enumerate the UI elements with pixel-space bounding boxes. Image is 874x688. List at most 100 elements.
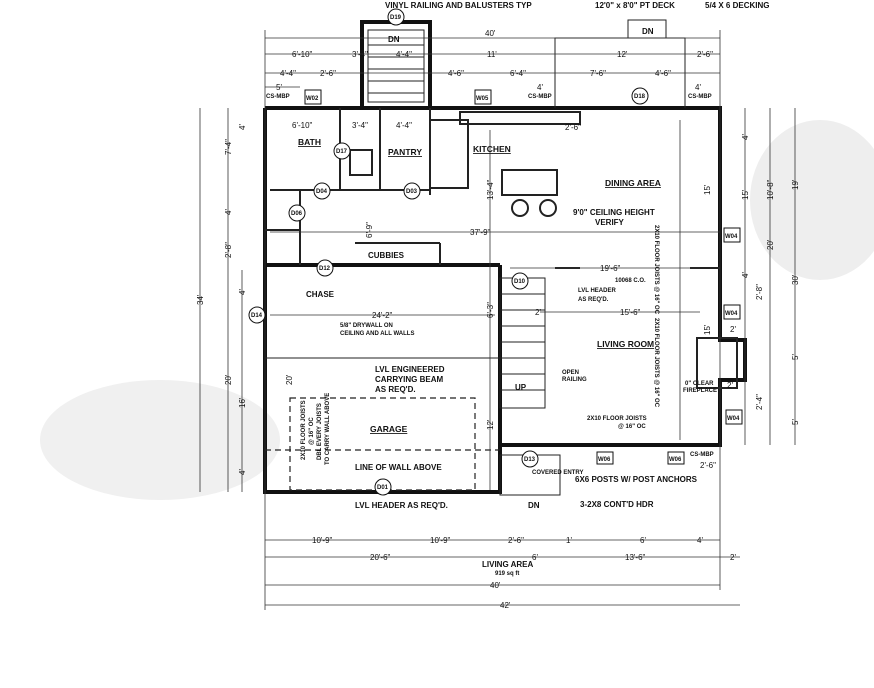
dim: 4'-4" — [280, 69, 296, 78]
dim: 6' — [640, 536, 646, 545]
dim: 34' — [196, 294, 205, 305]
note-fireplace-1: 0" CLEAR — [685, 381, 714, 387]
dim: 2'-6" — [697, 50, 713, 59]
note-ceiling: 9'0" CEILING HEIGHT — [573, 208, 655, 217]
note-lvl-header: LVL HEADER — [578, 288, 616, 294]
dim: 7'-6" — [590, 69, 606, 78]
note-posts: 6X6 POSTS W/ POST ANCHORS — [575, 475, 698, 484]
tag-w04-c: W04 — [727, 416, 740, 422]
room-bath: BATH — [298, 137, 321, 147]
dim: 7'-4" — [224, 139, 233, 155]
note-covered-entry: COVERED ENTRY — [532, 470, 583, 476]
note-deck: 12'0" x 8'0" PT DECK — [595, 1, 675, 10]
note-joists-garage-3: DBL EVERY JOISTS — [317, 403, 323, 460]
dim: 2'-8" — [755, 284, 764, 300]
dim: 11' — [487, 50, 497, 59]
stair-dn: DN — [388, 35, 400, 44]
dim: 4' — [238, 289, 247, 295]
room-dining: DINING AREA — [605, 178, 661, 188]
dim: 19'-6" — [600, 264, 621, 273]
dim: 19' — [791, 179, 800, 190]
note-drywall-1: 5/8" DRYWALL ON — [340, 323, 393, 329]
dim: 3'-4" — [352, 121, 368, 130]
wall-above-line — [289, 397, 476, 491]
dim: 6'-9" — [365, 222, 374, 238]
dim: 4'-6" — [655, 69, 671, 78]
dim: 2' — [730, 553, 736, 562]
living-area-sqft: 919 sq ft — [495, 571, 519, 577]
dim: 2'-4" — [755, 394, 764, 410]
note-csmbp: CS-MBP — [688, 94, 712, 100]
dim: 40' — [485, 29, 496, 38]
note-as-reqd: AS REQ'D. — [578, 297, 609, 303]
dimension-lines — [199, 30, 796, 610]
dim: 5' — [791, 354, 800, 360]
note-csmbp: CS-MBP — [528, 94, 552, 100]
dimensions-right: 30' 19' 20' 10'-8" 15' 5' 5' 4' 2'-8" 2'… — [700, 134, 800, 470]
tag-w06-a: W06 — [598, 457, 611, 463]
note-chase: CHASE — [306, 290, 335, 299]
tag-w06-b: W06 — [669, 457, 682, 463]
tag-w04-b: W04 — [725, 311, 738, 317]
dim: 24'-2" — [372, 311, 393, 320]
dim: 10'-8" — [766, 179, 775, 200]
dim: 6'-10" — [292, 50, 313, 59]
note-wall-above: LINE OF WALL ABOVE — [355, 463, 442, 472]
door-window-tags: D19 D18 D17 D04 D03 D06 D12 D10 D14 D01 … — [248, 8, 743, 496]
tag-d17: D17 — [336, 149, 348, 155]
note-verify: VERIFY — [595, 218, 625, 227]
dim: 2' — [730, 325, 736, 334]
tag-d19: D19 — [390, 15, 402, 21]
deck-dn: DN — [642, 27, 654, 36]
dim: 6'-10" — [292, 121, 313, 130]
tag-d10: D10 — [514, 279, 526, 285]
dim: 1' — [566, 536, 572, 545]
dim: 2'-6" — [508, 536, 524, 545]
scan-shadow — [750, 120, 874, 280]
room-pantry: PANTRY — [388, 147, 422, 157]
note-joists-garage-4: TO CARRY WALL ABOVE — [325, 393, 331, 465]
note-hdr: 3-2X8 CONT'D HDR — [580, 500, 654, 509]
note-opening: 10068 C.O. — [615, 278, 646, 284]
dim: 2' — [727, 381, 733, 390]
note-joists-dining: 2X10 FLOOR JOISTS @ 16" OC — [653, 225, 659, 315]
note-csmbp: CS-MBP — [266, 94, 290, 100]
tag-d12: D12 — [319, 266, 331, 272]
dim: 4'-4" — [396, 121, 412, 130]
dim: 4'-4" — [396, 50, 412, 59]
note-lvl-header-garage: LVL HEADER AS REQ'D. — [355, 501, 448, 510]
dim: 2'-6" — [565, 123, 581, 132]
note-open-railing-1: OPEN — [562, 370, 579, 376]
dim: 13'-4" — [486, 179, 495, 200]
note-csmbp: CS-MBP — [690, 452, 714, 458]
living-area-label: LIVING AREA — [482, 560, 533, 569]
dim: 15' — [703, 324, 712, 335]
stair-up: UP — [515, 383, 527, 392]
dim: 10'-9" — [312, 536, 333, 545]
dim: 20' — [766, 239, 775, 250]
dim: 4' — [741, 272, 750, 278]
tag-d06: D06 — [291, 211, 303, 217]
note-fireplace-2: FIREPLACE — [683, 388, 717, 394]
scan-shadow — [40, 380, 280, 500]
dimensions-left: 34' 7'-4" 4' 2'-8" 20' 16' 4' 4' 4' — [196, 124, 247, 475]
note-joists-garage-2: @ 16" OC — [309, 417, 315, 445]
tag-w05: W05 — [476, 96, 489, 102]
note-beam-1: LVL ENGINEERED — [375, 365, 445, 374]
tag-d01: D01 — [377, 485, 389, 491]
room-living: LIVING ROOM — [597, 339, 654, 349]
tag-d03: D03 — [406, 189, 418, 195]
dim: 4' — [238, 124, 247, 130]
dim: 13'-6" — [625, 553, 646, 562]
dim: 20' — [285, 374, 294, 385]
note-open-railing-2: RAILING — [562, 377, 587, 383]
tag-d14: D14 — [251, 313, 263, 319]
note-decking: 5/4 X 6 DECKING — [705, 1, 769, 10]
note-joists-living: 2X10 FLOOR JOISTS — [587, 416, 647, 422]
dim: 20' — [224, 374, 233, 385]
dim: 4' — [697, 536, 703, 545]
room-garage: GARAGE — [370, 424, 408, 434]
dim: 15' — [703, 184, 712, 195]
dim: 6' — [532, 553, 538, 562]
